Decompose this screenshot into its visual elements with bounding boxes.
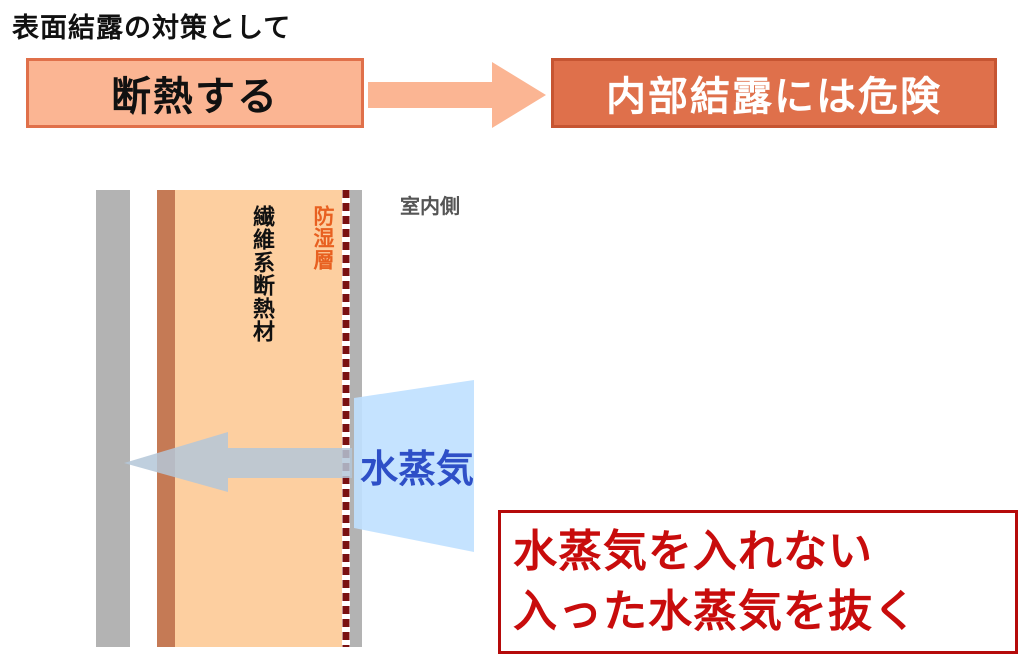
countermeasure-box: 水蒸気を入れない 入った水蒸気を抜く [498,510,1018,654]
sheathing-board [157,190,175,647]
vapor-cone [354,380,474,552]
water-vapor-label: 水蒸気 [360,447,475,491]
page-title: 表面結露の対策として [12,13,292,44]
insulation-label: 繊維系断熱材 [249,205,274,343]
outer-wall-board [96,190,130,647]
countermeasure-line-1: 水蒸気を入れない [513,526,873,577]
insulate-box: 断熱する [26,58,364,128]
countermeasure-line-2: 入った水蒸気を抜く [513,586,918,637]
vapor-penetration-arrow [124,432,352,492]
insulation-layer [175,190,342,647]
indoor-side-label: 室内側 [400,194,460,218]
vapor-barrier-label: 防湿層 [311,205,335,271]
internal-condensation-box: 内部結露には危険 [551,58,997,128]
flow-arrow [368,62,546,128]
